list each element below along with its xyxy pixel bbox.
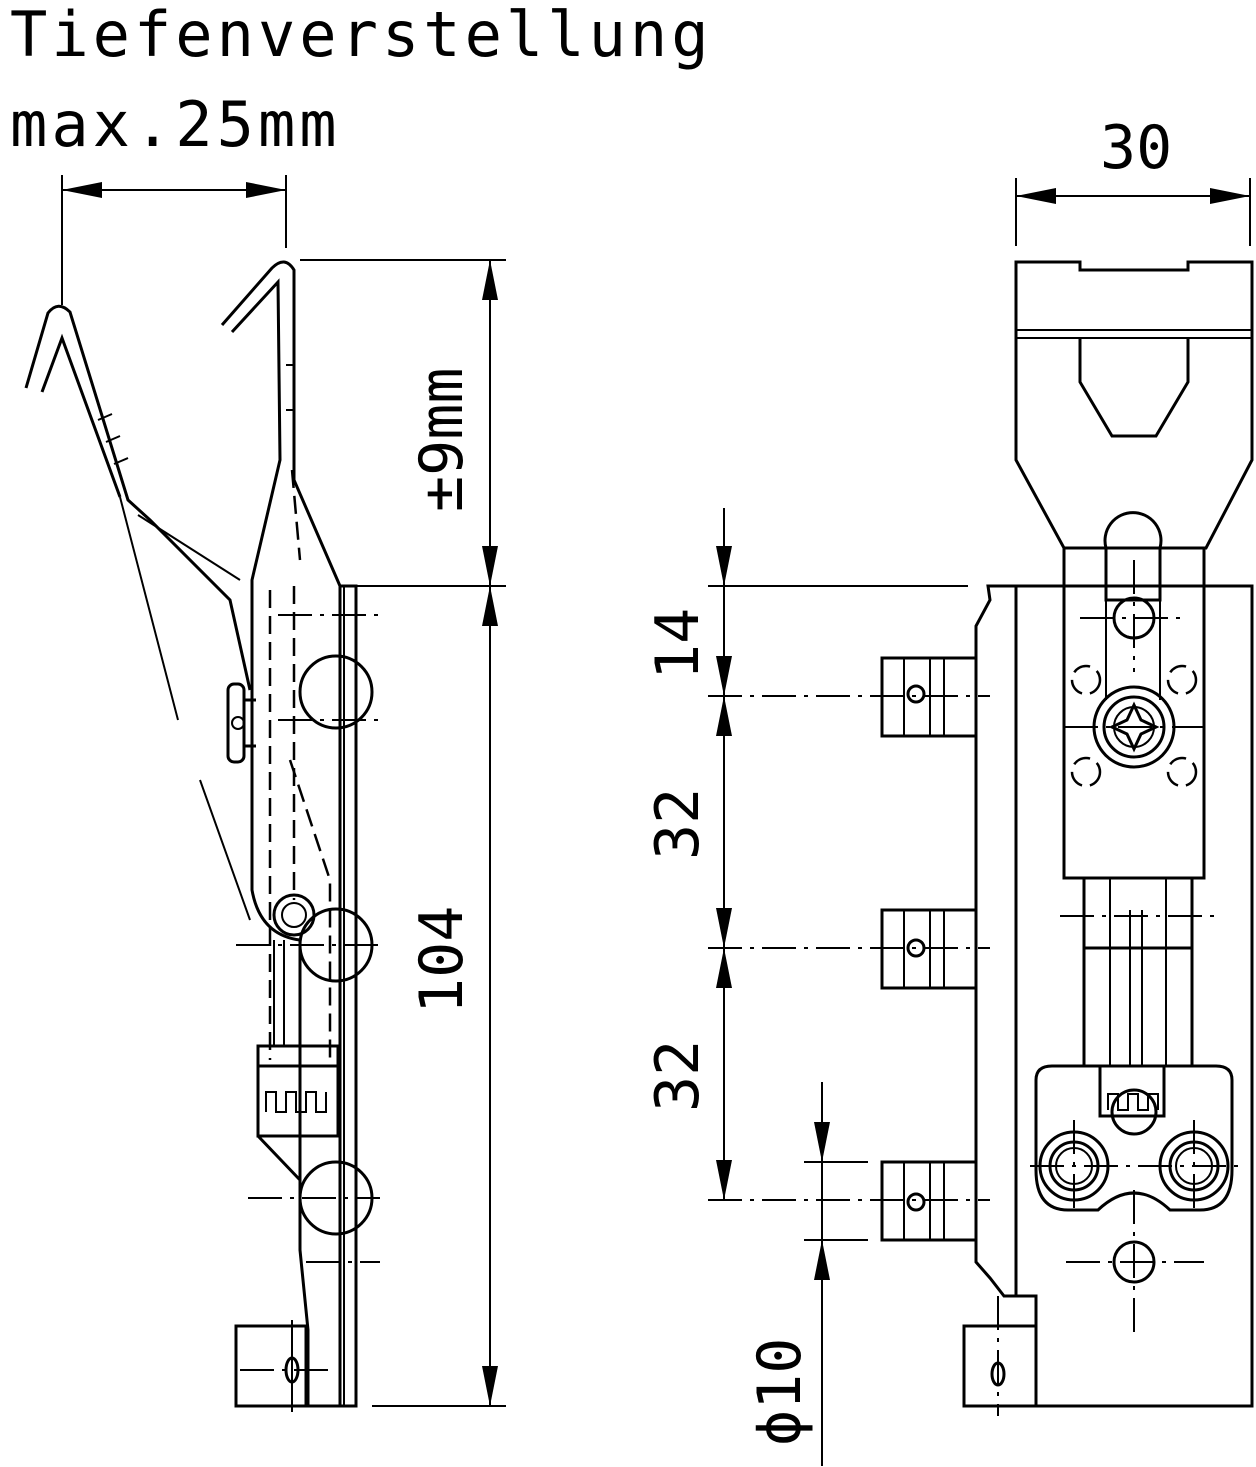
hole-dimension-label: ϕ10 (745, 1338, 815, 1446)
length-dimension-label: 104 (407, 906, 477, 1014)
title-line-2: max.25mm (10, 88, 341, 161)
adjust-dimension-label: ±9mm (407, 368, 477, 513)
top-gap-dimension-label: 14 (643, 608, 713, 680)
side-view: ±9mm 104 (24, 175, 506, 1412)
pitch-2-dimension-label: 32 (643, 1040, 713, 1112)
front-view: 30 (643, 113, 1254, 1466)
pitch-1-dimension-label: 32 (643, 788, 713, 860)
title-line-1: Tiefenverstellung (10, 0, 713, 71)
width-dimension-label: 30 (1100, 113, 1172, 183)
